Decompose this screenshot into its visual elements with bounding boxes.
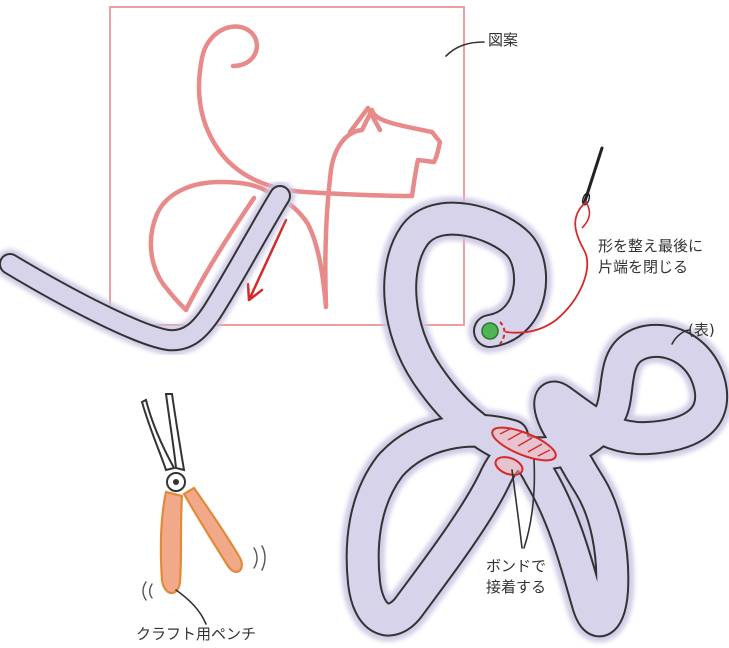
bent-tube [0,181,295,356]
closing-stitches [499,321,506,345]
direction-arrow [246,218,288,302]
glue-area-lower [494,456,524,476]
pliers-label: クラフト用ペンチ [136,625,257,643]
sewing-needle [505,146,604,334]
shape-close-label: 形を整え最後に 片端を閉じる [598,236,703,278]
motion-marks [142,545,266,601]
pliers-jaw-right [164,393,186,472]
pliers-leader-line [175,589,207,625]
front-side-label: (表) [688,321,715,339]
craft-pliers [140,393,266,625]
cat-tube [340,196,729,643]
pattern-leader-line [445,41,485,57]
front-leader-line [671,329,691,345]
thread [505,201,589,334]
glue-hatching-upper [499,427,551,457]
shape-close-label-line2: 片端を閉じる [598,258,689,276]
pattern-cat-outline [148,24,443,313]
end-bead [481,322,499,340]
bond-leader-lines [511,459,536,549]
bond-label-line1: ボンドで [486,557,547,575]
pattern-label: 図案 [488,31,519,49]
pliers-grip-right [182,486,243,573]
pliers-jaw-left [140,398,176,472]
bond-label: ボンドで 接着する [486,556,546,598]
pattern-sheet [109,6,485,326]
pliers-grip-left [159,490,184,595]
pattern-frame [109,6,465,326]
cat-ear [347,105,383,135]
glue-area-upper [491,426,557,462]
shape-close-label-line1: 形を整え最後に [598,237,704,255]
bond-label-line2: 接着する [486,578,547,596]
